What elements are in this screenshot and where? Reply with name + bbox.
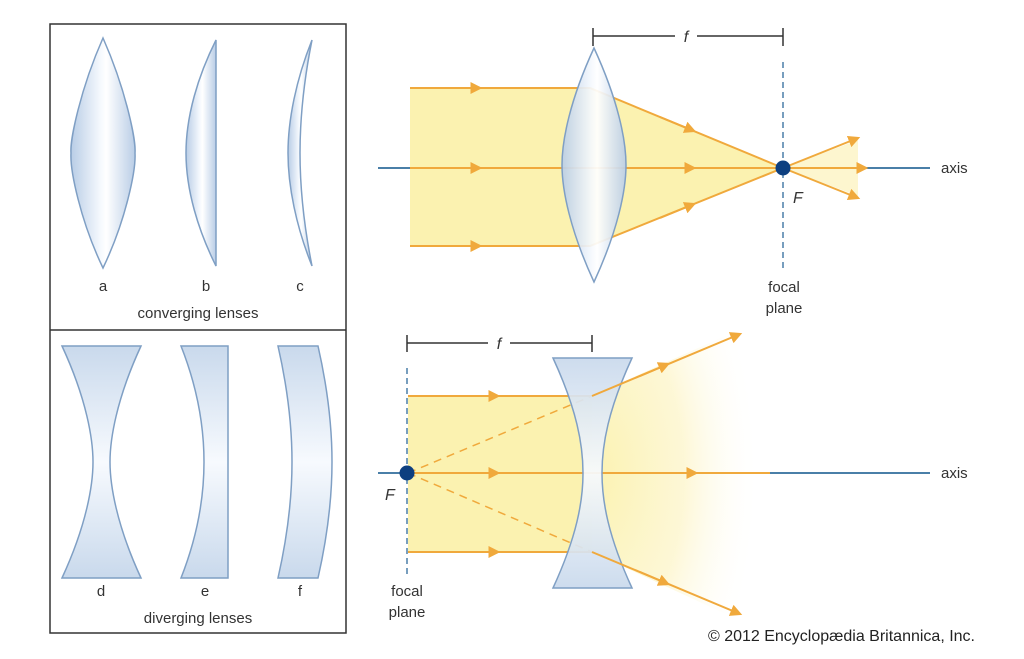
diverging-light-spread [592, 320, 760, 630]
lens-e-label: e [201, 583, 209, 600]
converging-ray-exit-down [782, 167, 861, 201]
converging-focal-plane-label-2: plane [766, 300, 803, 317]
focal-length-label: f [684, 29, 690, 46]
lens-c-label: c [296, 278, 304, 295]
lens-b-plano-convex [185, 39, 217, 267]
lens-d-label: d [97, 583, 105, 600]
virtual-ray-top [407, 395, 593, 474]
diverging-lenses-caption: diverging lenses [144, 610, 252, 627]
converging-focal-plane-label-1: focal [768, 279, 800, 296]
converging-axis-label: axis [941, 160, 968, 177]
diverging-focal-plane-label-2: plane [389, 604, 426, 621]
lens-e-plano-concave [179, 345, 229, 579]
converging-lens [561, 46, 627, 284]
virtual-ray-bottom [407, 472, 593, 553]
ray-arrow [639, 571, 671, 586]
ray-arrow [659, 202, 697, 219]
ray-arrow [639, 362, 671, 377]
copyright-notice: © 2012 Encyclopædia Britannica, Inc. [708, 628, 975, 645]
diverging-axis-label: axis [941, 465, 968, 482]
lens-d-biconcave [60, 345, 143, 579]
lens-a-biconvex [70, 36, 136, 270]
focal-length-label: f [497, 336, 503, 353]
diverging-focal-point [399, 465, 415, 481]
diverging-lens-diagram: f F axis focal plane [378, 320, 968, 630]
lens-c-meniscus [287, 39, 313, 267]
converging-lens-diagram: f F axis focal plane [378, 28, 968, 317]
diverging-focal-point-label: F [385, 487, 396, 504]
converging-lenses-caption: converging lenses [138, 305, 259, 322]
ray-arrow [659, 116, 697, 133]
lens-types-panel: a b c converging lenses d e f diverging … [49, 23, 347, 634]
lens-f-diverging-meniscus [277, 345, 333, 579]
diverging-lens [551, 357, 634, 589]
lens-a-label: a [99, 278, 108, 295]
converging-focal-point [775, 160, 791, 176]
lens-f-label: f [298, 583, 303, 600]
converging-focal-point-label: F [793, 190, 804, 207]
lens-panel-frame [49, 23, 347, 634]
converging-ray-exit-up [782, 135, 861, 169]
diverging-focal-plane-label-1: focal [391, 583, 423, 600]
lens-b-label: b [202, 278, 210, 295]
